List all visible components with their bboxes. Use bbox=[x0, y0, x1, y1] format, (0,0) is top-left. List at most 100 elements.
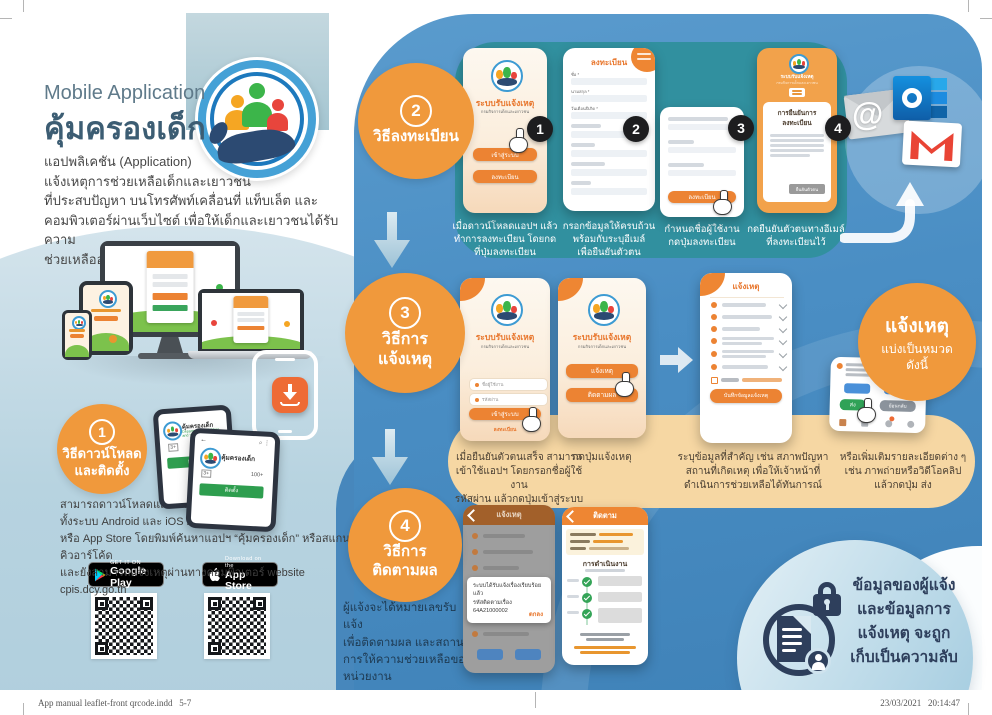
input-bar[interactable] bbox=[571, 188, 647, 195]
input-bar[interactable] bbox=[571, 150, 647, 157]
outlook-pane bbox=[931, 106, 947, 118]
app-subtitle-small: กรมกิจการเด็กและเยาวชน bbox=[776, 81, 818, 85]
input-bar[interactable] bbox=[571, 78, 647, 85]
app-store-badge[interactable]: Download on the App Store bbox=[202, 556, 278, 592]
doc-line bbox=[782, 628, 802, 631]
notification-dot bbox=[889, 416, 895, 422]
keyhole-slot bbox=[826, 603, 829, 610]
back-icon[interactable]: ← bbox=[199, 436, 208, 444]
step1-number: 1 bbox=[89, 419, 115, 446]
person-head bbox=[249, 83, 265, 99]
app-logo-mini bbox=[789, 54, 809, 74]
step3-caption-1: เมื่อยืนยันตัวตนเสร็จ สามารถ เข้าใช้แอปฯ… bbox=[454, 452, 584, 505]
step2-caption-1: เมื่อดาวน์โหลดแอปฯ แล้ว ทำการลงทะเบียน โ… bbox=[452, 221, 558, 259]
download-icon[interactable] bbox=[272, 377, 308, 413]
input-bar[interactable] bbox=[571, 112, 647, 119]
check-icon bbox=[582, 577, 592, 587]
category-icon bbox=[711, 338, 717, 344]
search-icon[interactable]: ⌕ ⋮ bbox=[258, 440, 271, 447]
lock-body bbox=[813, 594, 841, 616]
person-head bbox=[815, 654, 822, 661]
username-input[interactable]: ชื่อผู้ใช้งาน bbox=[469, 378, 548, 391]
tap-hand-icon bbox=[614, 372, 636, 398]
privacy-circle: ข้อมูลของผู้แจ้ง และข้อมูลการ แจ้งเหตุ จ… bbox=[737, 540, 973, 690]
app-title: ระบบรับแจ้งเหตุ bbox=[475, 332, 535, 342]
timeline-status-bar bbox=[598, 592, 642, 602]
input-bar[interactable] bbox=[571, 131, 647, 138]
category-icon bbox=[711, 326, 717, 332]
store-app-name: คุ้มครองเด็ก bbox=[220, 454, 256, 464]
label-bar bbox=[570, 540, 590, 543]
input-bar[interactable] bbox=[571, 169, 647, 176]
photo-attach-button[interactable] bbox=[844, 383, 871, 394]
app-subtitle: กรมกิจการเด็กและเยาวชน bbox=[577, 344, 627, 349]
install-button-th[interactable]: ติดตั้ง bbox=[199, 483, 264, 499]
app-logo-mini bbox=[162, 420, 183, 442]
item-icon bbox=[836, 362, 843, 370]
popup-ok-button[interactable]: ตกลง bbox=[528, 612, 543, 618]
right-arrow bbox=[660, 347, 693, 373]
nav-home-icon[interactable] bbox=[839, 418, 847, 427]
nav-profile-icon[interactable] bbox=[907, 420, 915, 428]
qr-code-app-store[interactable] bbox=[204, 593, 270, 659]
report-button[interactable]: แจ้งเหตุ bbox=[566, 364, 638, 378]
timeline-status-bar bbox=[598, 608, 642, 623]
laptop-base bbox=[188, 351, 312, 359]
section-sub-bar bbox=[585, 569, 625, 572]
input-bar[interactable] bbox=[668, 170, 736, 176]
gmail-m-glyph bbox=[910, 130, 954, 162]
badge-store-name: App Store bbox=[225, 568, 252, 593]
save-report-button[interactable]: บันทึกข้อมูลแจ้งเหตุ bbox=[710, 389, 782, 403]
google-play-badge[interactable]: GET IT ON Google Play bbox=[88, 560, 164, 589]
download-arrow-stem bbox=[288, 384, 292, 396]
register-button[interactable]: ลงทะเบียน bbox=[473, 170, 537, 183]
field-bar bbox=[237, 318, 265, 322]
input-bar[interactable] bbox=[668, 124, 736, 130]
qr-code-google-play[interactable] bbox=[91, 593, 157, 659]
text-bar bbox=[770, 149, 824, 152]
confirm-button[interactable]: ยืนยันตัวตน bbox=[789, 184, 825, 194]
step3-number: 3 bbox=[389, 296, 421, 329]
input-bar[interactable] bbox=[571, 95, 647, 102]
lock-icon bbox=[809, 582, 849, 622]
label-bar bbox=[668, 140, 694, 144]
date-bar bbox=[593, 540, 623, 543]
password-input[interactable]: รหัสผ่าน bbox=[469, 393, 548, 406]
step2-caption-2: กรอกข้อมูลให้ครบถ้วน พร้อมกับระบุอีเมล์ … bbox=[562, 221, 656, 259]
dim-bar bbox=[483, 632, 529, 636]
categories-title: แจ้งเหตุ bbox=[884, 315, 949, 337]
label-bar bbox=[668, 163, 704, 167]
app-logo bbox=[195, 57, 319, 181]
checkbox[interactable] bbox=[711, 377, 718, 384]
lock-shackle bbox=[818, 582, 836, 598]
chevron-down-icon bbox=[778, 336, 788, 346]
monitor-stand bbox=[157, 337, 183, 353]
outlook-pane bbox=[931, 78, 947, 90]
input-bar[interactable] bbox=[668, 147, 736, 153]
privacy-ring bbox=[763, 604, 835, 676]
dim-bar bbox=[483, 550, 533, 554]
step2-number: 2 bbox=[400, 95, 432, 128]
chevron-down-icon bbox=[778, 349, 788, 359]
menu-icon[interactable] bbox=[789, 88, 805, 97]
download-tray bbox=[280, 402, 300, 406]
dimmed-header: แจ้งเหตุ bbox=[463, 505, 555, 525]
step3-caption-3: ระบุข้อมูลที่สำคัญ เช่น สภาพปัญหา สถานที… bbox=[677, 452, 829, 491]
category-label-bar bbox=[722, 327, 760, 331]
field-bar bbox=[152, 282, 188, 287]
category-icon bbox=[711, 351, 717, 357]
chevron-down-icon bbox=[778, 362, 788, 372]
username-placeholder: ชื่อผู้ใช้งาน bbox=[482, 382, 504, 387]
chevron-down-icon bbox=[778, 312, 788, 322]
app-logo-mini bbox=[72, 316, 86, 330]
card-header bbox=[233, 296, 269, 308]
down-arrow bbox=[374, 212, 410, 268]
register-link[interactable]: ลงทะเบียน bbox=[493, 427, 517, 433]
kid-illustration bbox=[216, 283, 224, 291]
tap-hand-icon bbox=[521, 407, 543, 433]
store-downloads: 100+ bbox=[250, 471, 264, 479]
step4-note: ผู้แจ้งจะได้หมายเลขรับแจ้ง เพื่อติดตามผล… bbox=[343, 602, 471, 683]
step1-label: วิธีดาวน์โหลด และติดตั้ง bbox=[62, 446, 142, 478]
back-button[interactable]: ย้อนกลับ bbox=[879, 400, 916, 412]
